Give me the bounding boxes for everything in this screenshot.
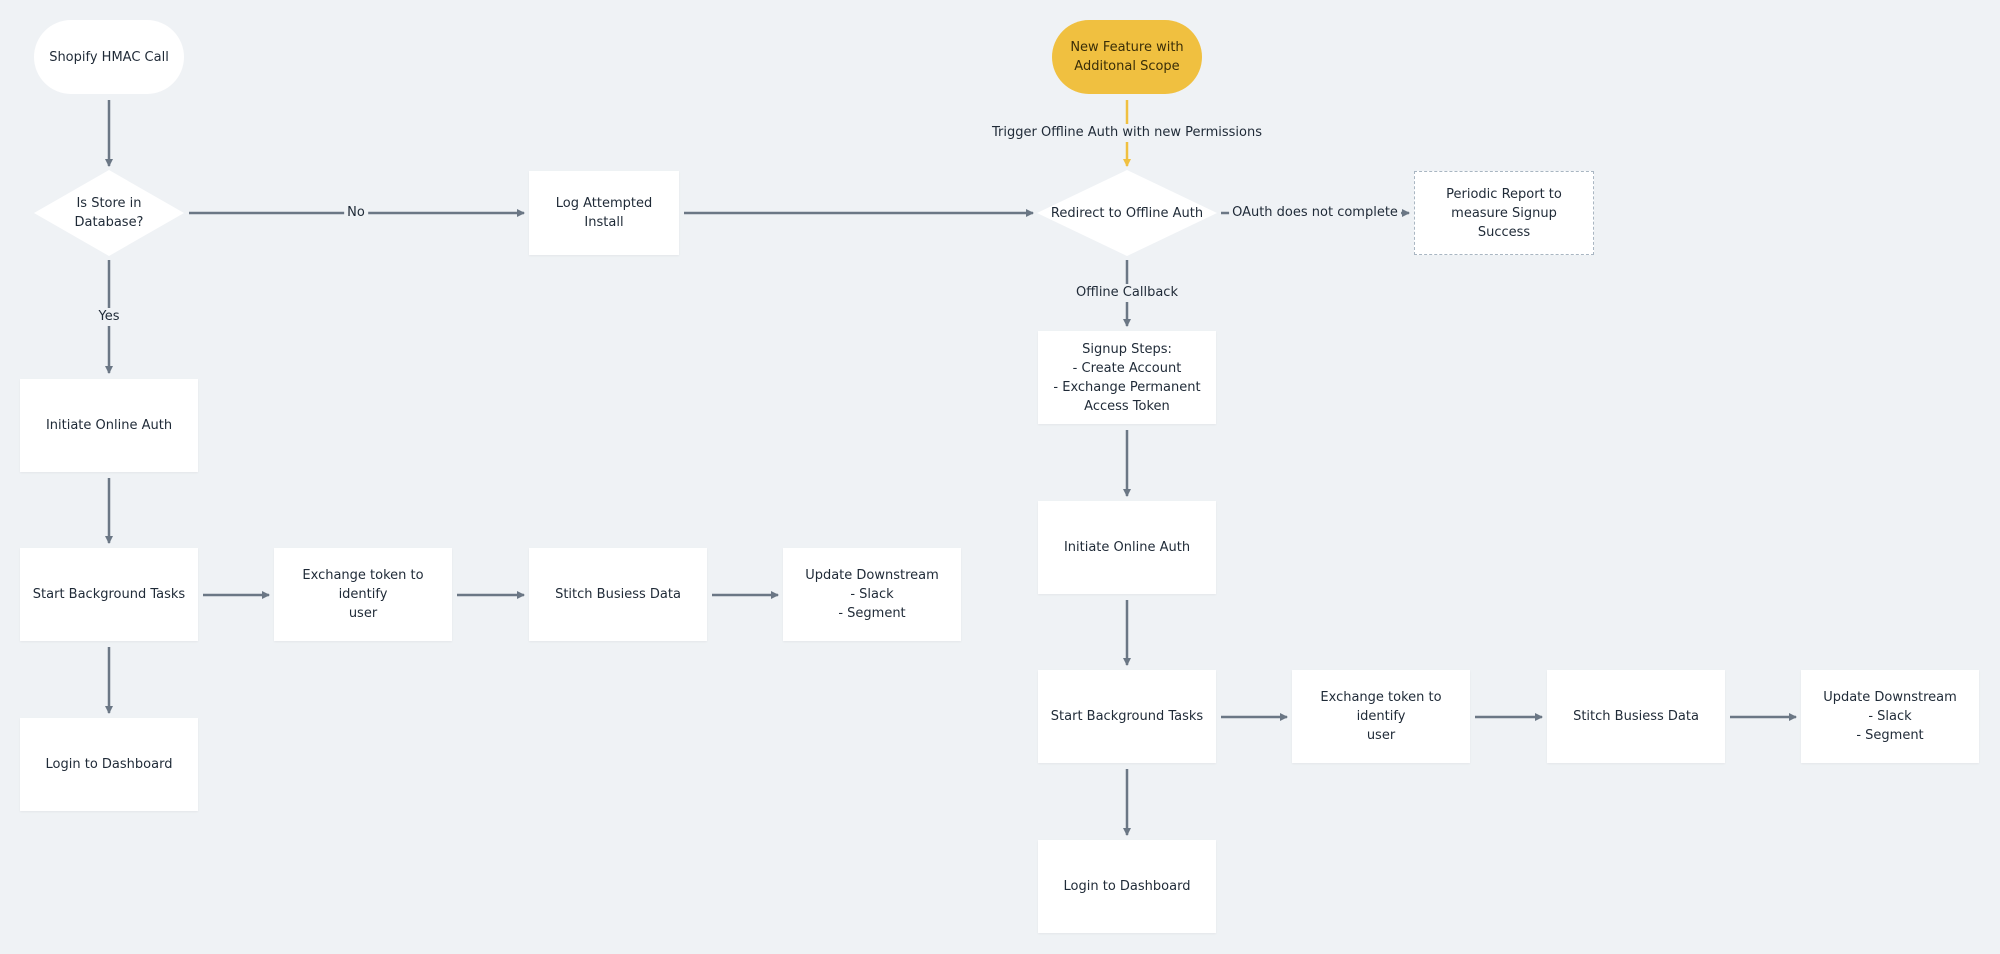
edge-label-trigger-offline-auth: Trigger Offline Auth with new Permission… <box>989 124 1265 142</box>
diamond-shape <box>1037 170 1217 256</box>
node-new-feature[interactable]: New Feature with Additonal Scope <box>1052 20 1202 94</box>
edge-label-oauth-not-complete: OAuth does not complete <box>1229 204 1401 222</box>
node-exchange-token-right[interactable]: Exchange token to identify user <box>1292 670 1470 763</box>
node-label: Login to Dashboard <box>1063 879 1191 894</box>
node-label: Start Background Tasks <box>32 587 186 602</box>
node-label: Initiate Online Auth <box>1063 540 1191 555</box>
node-label: Is Store in Database? <box>74 196 144 230</box>
node-update-downstream-left[interactable]: Update Downstream - Slack - Segment <box>783 548 961 641</box>
node-stitch-business-data-right[interactable]: Stitch Busiess Data <box>1547 670 1725 763</box>
node-redirect-to-offline-auth[interactable]: Redirect to Offline Auth <box>1037 170 1217 256</box>
node-label: New Feature with Additonal Scope <box>1070 40 1184 74</box>
node-label: Stitch Busiess Data <box>1573 709 1699 724</box>
node-login-to-dashboard-left[interactable]: Login to Dashboard <box>20 718 198 811</box>
node-label: Login to Dashboard <box>45 757 173 772</box>
node-label: Periodic Report to measure Signup Succes… <box>1446 186 1562 240</box>
edge-label-offline-callback: Offline Callback <box>1073 284 1181 302</box>
node-label: Start Background Tasks <box>1050 709 1204 724</box>
node-periodic-report[interactable]: Periodic Report to measure Signup Succes… <box>1414 171 1594 255</box>
node-label: Stitch Busiess Data <box>555 587 681 602</box>
node-label: Exchange token to identify user <box>302 568 424 621</box>
node-start-background-tasks-right[interactable]: Start Background Tasks <box>1038 670 1216 763</box>
node-start-background-tasks-left[interactable]: Start Background Tasks <box>20 548 198 641</box>
node-label: Redirect to Offline Auth <box>1050 205 1204 221</box>
node-label: Shopify HMAC Call <box>49 49 169 65</box>
node-is-store-in-database[interactable]: Is Store in Database? <box>34 170 184 256</box>
node-exchange-token-left[interactable]: Exchange token to identify user <box>274 548 452 641</box>
node-label: Exchange token to identify user <box>1320 690 1442 743</box>
node-initiate-online-auth-right[interactable]: Initiate Online Auth <box>1038 501 1216 594</box>
node-label: Update Downstream - Slack - Segment <box>1823 690 1957 743</box>
node-label: Update Downstream - Slack - Segment <box>805 568 939 621</box>
diamond-shape <box>34 170 184 256</box>
node-label: Signup Steps: - Create Account - Exchang… <box>1053 341 1201 414</box>
node-shopify-hmac-call[interactable]: Shopify HMAC Call <box>34 20 184 94</box>
edge-label-no: No <box>344 204 368 222</box>
node-update-downstream-right[interactable]: Update Downstream - Slack - Segment <box>1801 670 1979 763</box>
node-signup-steps[interactable]: Signup Steps: - Create Account - Exchang… <box>1038 331 1216 424</box>
node-stitch-business-data-left[interactable]: Stitch Busiess Data <box>529 548 707 641</box>
edge-label-yes: Yes <box>95 308 123 326</box>
node-label: Initiate Online Auth <box>45 418 173 433</box>
node-login-to-dashboard-right[interactable]: Login to Dashboard <box>1038 840 1216 933</box>
node-initiate-online-auth-left[interactable]: Initiate Online Auth <box>20 379 198 472</box>
node-label: Log Attempted Install <box>555 196 653 230</box>
node-log-attempted-install[interactable]: Log Attempted Install <box>529 171 679 255</box>
